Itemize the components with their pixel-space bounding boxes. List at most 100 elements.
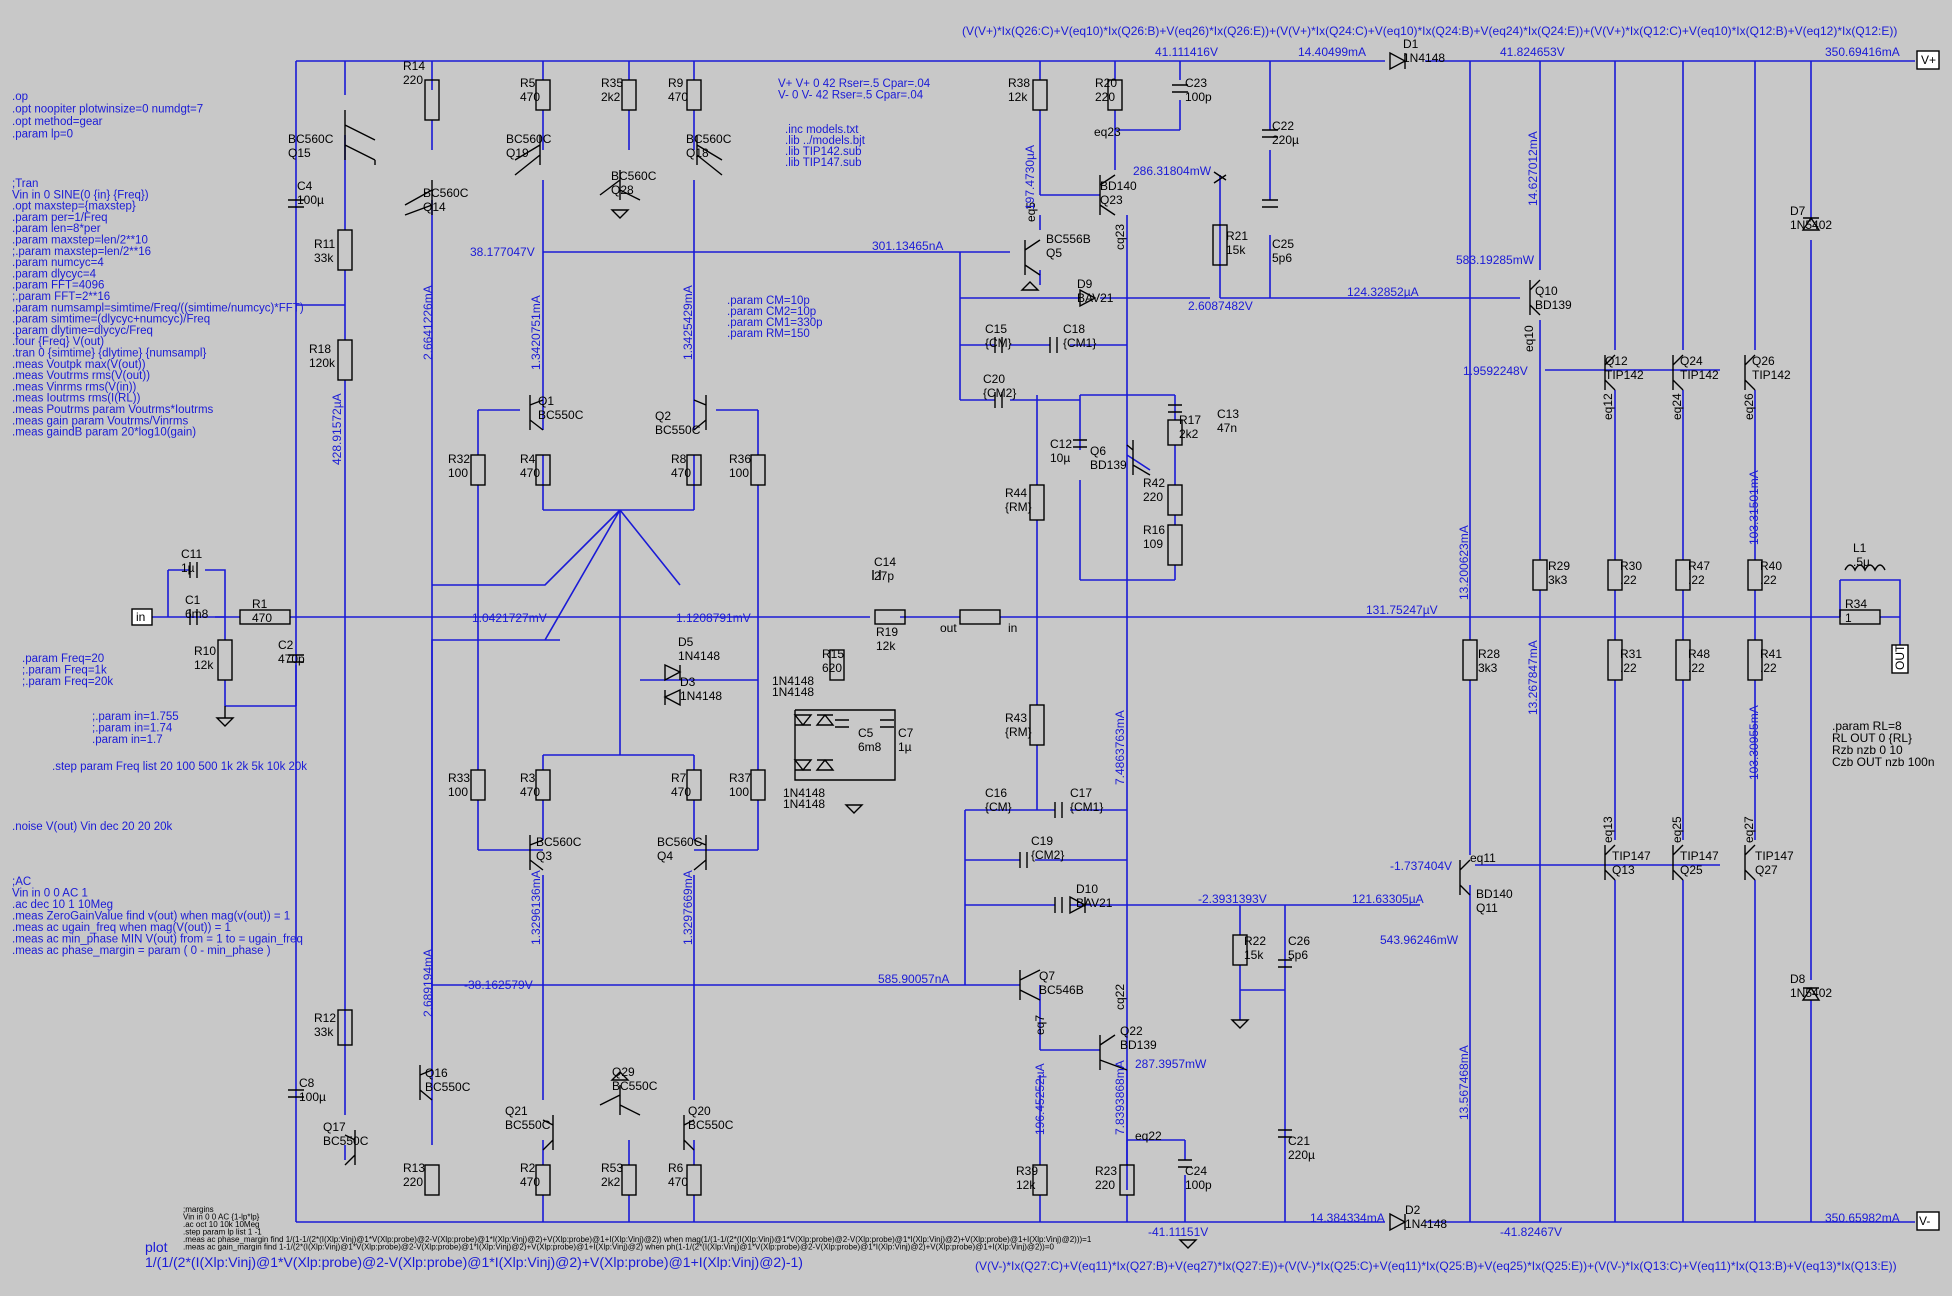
net-label-in: in (136, 610, 145, 624)
label-c25: 5p6 (1272, 251, 1292, 265)
label-d1: D1 (1403, 37, 1419, 51)
label-q14: Q14 (423, 200, 446, 214)
label-r39: 12k (1016, 1178, 1036, 1192)
label-d7: 1N5402 (1790, 218, 1832, 232)
label-c1: 6m8 (185, 607, 209, 621)
margins-line: Vin in 0 0 AC {1-lp*lp} (183, 1213, 260, 1222)
label-r22: 15k (1244, 948, 1264, 962)
label-r8: 470 (671, 466, 691, 480)
label-q21: Q21 (505, 1104, 528, 1118)
readout-v-bot-rail: -41.11151V (1148, 1225, 1208, 1239)
out-port (1891, 644, 1909, 674)
readout-v-top-rail: 41.111416V (1155, 45, 1218, 59)
label-r12: 33k (314, 1025, 334, 1039)
label-r3: 470 (520, 785, 540, 799)
label-r34: 1 (1845, 611, 1852, 625)
label-d9: D9 (1077, 277, 1093, 291)
margins-line: .meas ac phase_margin find 1/(1-1/(2*(I(… (183, 1235, 1092, 1244)
readout-i-r38: 197.4730µA (1023, 145, 1037, 210)
label-r1: 470 (252, 611, 272, 625)
margins-line: .ac oct 10 10k 10Meg (183, 1220, 260, 1229)
label-r19: 12k (876, 639, 896, 653)
label-q17: Q17 (323, 1120, 346, 1134)
net-label-in2: in (1008, 621, 1017, 635)
directives_supply-line: V+ V+ 0 42 Rser=.5 Cpar=.04 (778, 78, 931, 90)
label-c21: 220µ (1288, 1148, 1315, 1162)
label-q12: TIP142 (1605, 368, 1644, 382)
label-q16: BC550C (425, 1080, 471, 1094)
directives_op-line: .opt noopiter plotwinsize=0 numdgt=7 (12, 104, 203, 116)
readout-v-inp: 1.1208791mV (676, 611, 751, 625)
op-directives: .op.opt noopiter plotwinsize=0 numdgt=7.… (12, 91, 203, 141)
label-r28: 3k3 (1478, 661, 1498, 675)
label-c17: {CM1} (1070, 800, 1103, 814)
readout-i-r18: 428.91572µA (330, 393, 344, 465)
readout-i-r40: 103.31501mA (1747, 470, 1761, 545)
readout-i-q11b: 121.63305µA (1352, 892, 1424, 906)
label-c18: {CM1} (1063, 336, 1096, 350)
label-r6: R6 (668, 1161, 684, 1175)
label-d5: D5 (678, 635, 694, 649)
label-q27: TIP147 (1755, 849, 1794, 863)
directives_tran-line: .meas gain param Voutrms/Vinrms (12, 415, 188, 427)
label-d2: 1N4148 (1405, 1217, 1447, 1231)
label-r14: R14 (403, 59, 425, 73)
label-c11: 1µ (181, 561, 195, 575)
directives_tran-line: ;Tran (12, 178, 38, 190)
readout-i-q18: 1.3425429mA (681, 285, 695, 360)
readout-i-q11c: 13.567468mA (1457, 1045, 1471, 1120)
label-c22: C22 (1272, 119, 1294, 133)
readout-v-q11e: -1.737404V (1390, 859, 1452, 873)
readout-i-q22c: 7.8393868mA (1113, 1060, 1127, 1135)
label-q5: BC556B (1046, 232, 1091, 246)
readout-i-bot-rail: 14.384334mA (1310, 1211, 1385, 1225)
directives_lib-line: .inc models.txt (785, 124, 859, 136)
load-directives: .param RL=8RL OUT 0 {RL}Rzb nzb 0 10Czb … (1832, 719, 1935, 769)
label-q5: Q5 (1046, 246, 1062, 260)
label-d8: D8 (1790, 972, 1806, 986)
readout-i-r28: 13.200623mA (1457, 525, 1471, 600)
resistors (217, 79, 1881, 1196)
label-r10: 12k (194, 658, 214, 672)
label-r8: R8 (671, 452, 687, 466)
label-q28: BC560C (611, 169, 657, 183)
label-c18: C18 (1063, 322, 1085, 336)
label-q19: Q19 (506, 146, 529, 160)
diodes (663, 51, 1821, 1232)
wire-vas-mid (959, 252, 1176, 1190)
directives_cm-line: .param CM1=330p (727, 317, 823, 329)
directives_cm-line: .param CM2=10p (727, 306, 816, 318)
label-r29: 3k3 (1548, 573, 1568, 587)
label-c2: C2 (278, 638, 294, 652)
label-q2: Q2 (655, 409, 671, 423)
net-label-eq10: eq10 (1522, 325, 1536, 352)
label-c20: {CM2} (983, 386, 1016, 400)
label-c19: {CM2} (1031, 848, 1064, 862)
inductor-l1 (1844, 564, 1886, 572)
label-r30: .22 (1620, 573, 1637, 587)
lib-directives: .inc models.txt.lib ../models.bjt.lib TI… (785, 124, 866, 169)
label-q18: Q18 (686, 146, 709, 160)
label-c23: 100p (1185, 90, 1212, 104)
label-c23: C23 (1185, 76, 1207, 90)
label-r23: 220 (1095, 1178, 1115, 1192)
directives_op-line: .param lp=0 (12, 129, 73, 141)
readout-i-q7b: 585.90057nA (878, 972, 949, 986)
ports (131, 50, 1940, 1231)
label-r19: R19 (876, 625, 898, 639)
label-r21: R21 (1226, 229, 1248, 243)
label-c25: C25 (1272, 237, 1294, 251)
label-c5: 6m8 (858, 740, 882, 754)
readout-p-q10: 583.19285mW (1456, 253, 1535, 267)
directives_cm-line: .param CM=10p (727, 295, 810, 307)
label-q12: Q12 (1605, 354, 1628, 368)
label-r32: 100 (448, 466, 468, 480)
net-label-eq27: eq27 (1742, 816, 1756, 843)
label-d9: BAV21 (1077, 291, 1114, 305)
label-r1: R1 (252, 597, 268, 611)
readout-i-q16: 2.689194mA (421, 949, 435, 1017)
label-r38: 12k (1008, 90, 1028, 104)
supply-directives: V+ V+ 0 42 Rser=.5 Cpar=.04V- 0 V- 42 Rs… (778, 78, 931, 102)
label-r5: 470 (520, 90, 540, 104)
